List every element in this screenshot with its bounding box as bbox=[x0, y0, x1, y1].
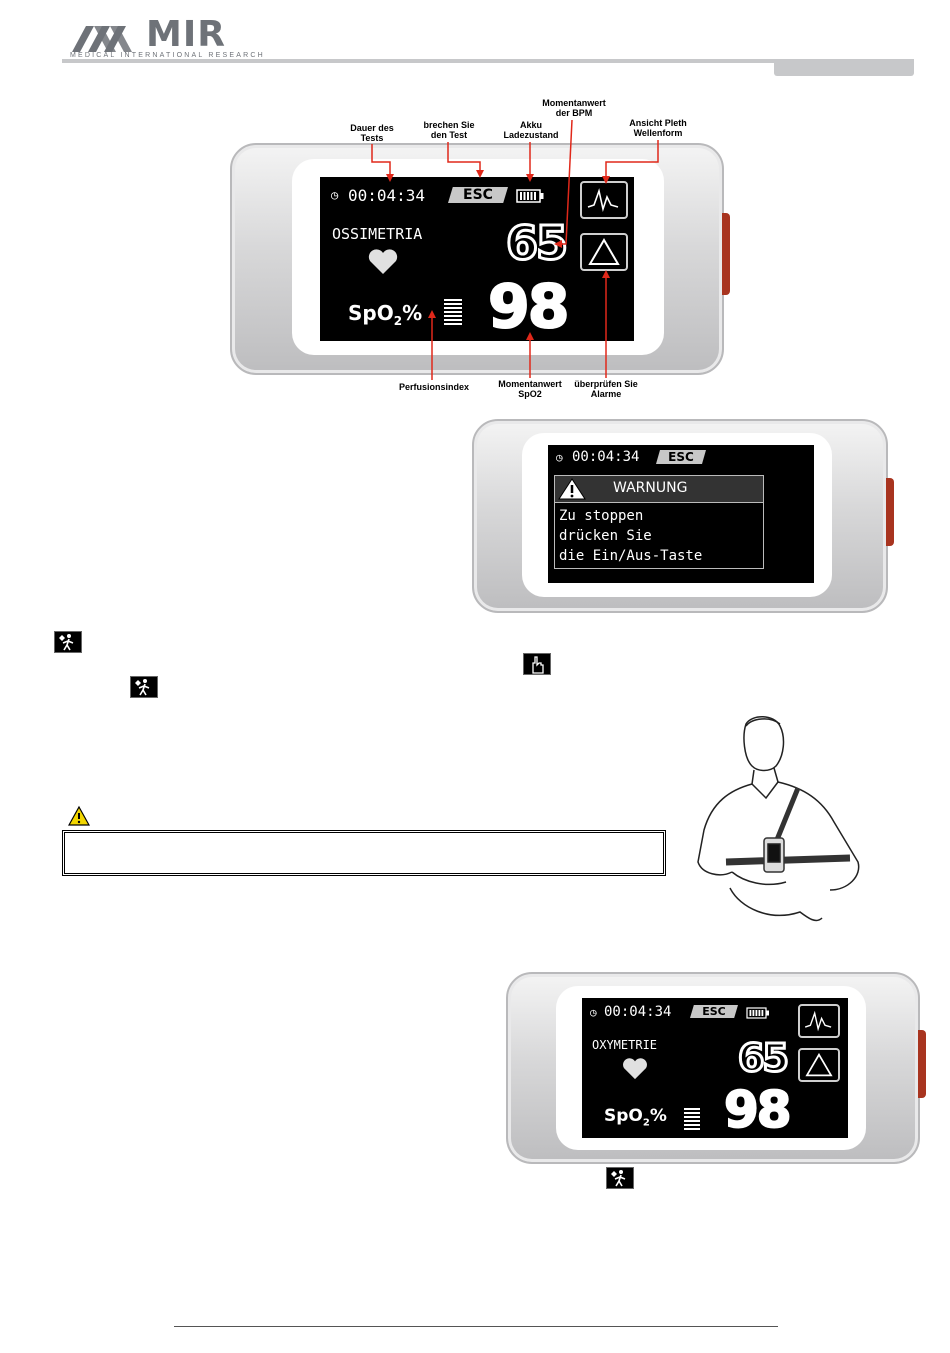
device-frame-1: ◷ 00:04:34 ESC OSSIMETRIA 65 98 SpO2% bbox=[230, 143, 730, 375]
esc-button[interactable]: ESC bbox=[448, 187, 508, 203]
mode-label: OXYMETRIE bbox=[592, 1038, 658, 1052]
device-bezel-1: ◷ 00:04:34 ESC OSSIMETRIA 65 98 SpO2% bbox=[292, 159, 664, 355]
pleth-wave-button[interactable] bbox=[798, 1004, 840, 1038]
heart-icon bbox=[368, 249, 398, 274]
callout-battery: Akku Ladezustand bbox=[503, 120, 559, 140]
device-bezel-2: ◷ 00:04:34 ESC WARNUNG Zu stoppen drücke… bbox=[522, 433, 832, 597]
alarm-triangle-icon bbox=[805, 1052, 833, 1077]
device-bezel-3: ◷ 00:04:34 ESC OXYMETRIE 65 98 SpO2% bbox=[556, 986, 866, 1150]
timer: 00:04:34 bbox=[604, 1004, 672, 1020]
clock-icon: ◷ bbox=[556, 451, 563, 464]
esc-button[interactable]: ESC bbox=[690, 1005, 738, 1018]
device-screen-3: ◷ 00:04:34 ESC OXYMETRIE 65 98 SpO2% bbox=[582, 998, 848, 1138]
callout-abort: brechen Sie den Test bbox=[423, 120, 475, 140]
warning-dialog: WARNUNG Zu stoppen drücken Sie die Ein/A… bbox=[554, 475, 764, 569]
logo-text: MIR bbox=[146, 14, 226, 55]
mode-label: OSSIMETRIA bbox=[332, 225, 423, 243]
callout-spo2: Momentanwert SpO2 bbox=[498, 379, 562, 399]
battery-icon bbox=[746, 1007, 769, 1019]
alarm-check-button[interactable] bbox=[798, 1048, 840, 1082]
clock-icon: ◷ bbox=[590, 1006, 597, 1019]
callout-alarms: überprüfen Sie Alarme bbox=[574, 379, 638, 399]
callout-perfusion: Perfusionsindex bbox=[398, 382, 470, 392]
footer-rule bbox=[174, 1326, 778, 1327]
device-screen-2: ◷ 00:04:34 ESC WARNUNG Zu stoppen drücke… bbox=[548, 445, 814, 583]
caution-box bbox=[62, 830, 666, 876]
callout-duration: Dauer des Tests bbox=[350, 123, 394, 143]
perfusion-index-bars bbox=[684, 1108, 700, 1130]
timer: 00:04:34 bbox=[572, 449, 640, 465]
pleth-wave-button[interactable] bbox=[580, 181, 628, 219]
spo2-label: SpO2% bbox=[604, 1106, 667, 1129]
waveform-icon bbox=[587, 188, 619, 212]
spo2-value: 98 bbox=[723, 1081, 793, 1139]
bpm-value: 65 bbox=[737, 1036, 791, 1080]
timer: 00:04:34 bbox=[348, 186, 426, 205]
callout-pleth: Ansicht Pleth Wellenform bbox=[629, 118, 687, 138]
heart-icon bbox=[623, 1058, 647, 1080]
warning-message-line: die Ein/Aus-Taste bbox=[559, 548, 703, 564]
walking-person-icon bbox=[54, 631, 82, 653]
alarm-triangle-icon bbox=[588, 238, 620, 265]
perfusion-index-bars bbox=[444, 299, 462, 325]
device-frame-3: ◷ 00:04:34 ESC OXYMETRIE 65 98 SpO2% bbox=[506, 972, 926, 1164]
esc-button[interactable]: ESC bbox=[656, 450, 706, 464]
callout-bpm: Momentanwert der BPM bbox=[542, 98, 606, 118]
person-wearing-device-illustration bbox=[697, 716, 860, 922]
warning-triangle-icon bbox=[558, 478, 586, 500]
walking-person-icon bbox=[606, 1167, 634, 1189]
hand-touch-icon bbox=[523, 653, 551, 675]
callout-leader-lines bbox=[371, 119, 659, 380]
device-frame-2: ◷ 00:04:34 ESC WARNUNG Zu stoppen drücke… bbox=[472, 419, 894, 613]
header-rule bbox=[62, 59, 914, 63]
warning-message-line: Zu stoppen bbox=[559, 508, 644, 524]
spo2-label: SpO2% bbox=[348, 301, 423, 328]
spo2-value: 98 bbox=[487, 272, 570, 342]
warning-message: Zu stoppen drücken Sie die Ein/Aus-Taste bbox=[559, 506, 702, 566]
warning-title-bar: WARNUNG bbox=[555, 476, 763, 503]
warning-triangle-icon bbox=[68, 805, 90, 826]
alarm-check-button[interactable] bbox=[580, 233, 628, 271]
logo-subtitle: MEDICAL INTERNATIONAL RESEARCH bbox=[70, 52, 265, 59]
clock-icon: ◷ bbox=[331, 188, 339, 202]
device-screen-1: ◷ 00:04:34 ESC OSSIMETRIA 65 98 SpO2% bbox=[320, 177, 634, 341]
battery-icon bbox=[516, 189, 544, 203]
warning-title: WARNUNG bbox=[613, 480, 688, 496]
walking-person-icon bbox=[130, 676, 158, 698]
mir-logo-mark bbox=[72, 26, 132, 52]
warning-message-line: drücken Sie bbox=[559, 528, 652, 544]
waveform-icon bbox=[804, 1010, 832, 1032]
header-tab bbox=[774, 60, 914, 76]
